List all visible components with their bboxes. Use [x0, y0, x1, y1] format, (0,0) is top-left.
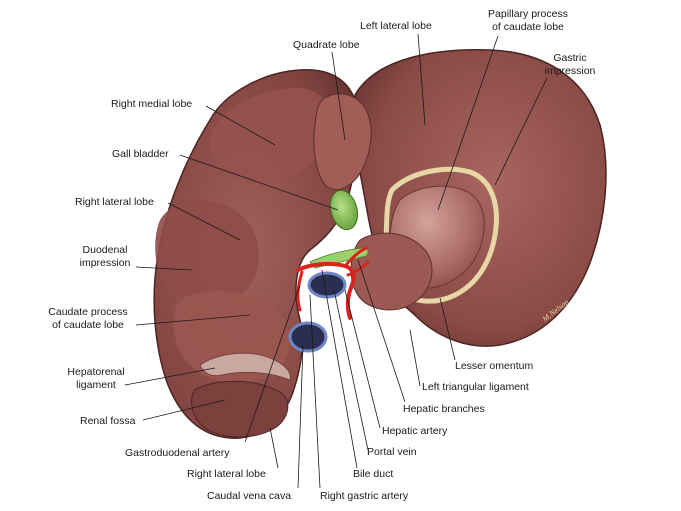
label-papillary-process-line1: Papillary process: [488, 8, 568, 20]
leader-papillary-process: [437, 35, 499, 211]
label-bile-duct: Bile duct: [353, 468, 394, 480]
leader-gastric-impression: [494, 77, 548, 186]
leader-portal-vein: [333, 289, 369, 451]
leader-right-gastric-artery: [309, 294, 321, 489]
leader-hepatic-branches: [357, 259, 406, 403]
label-caudate-process-line2: of caudate lobe: [52, 319, 124, 331]
leader-quadrate-lobe: [331, 51, 346, 141]
label-renal-fossa: Renal fossa: [80, 415, 136, 427]
label-caudate-process-line1: Caudate process: [48, 306, 128, 318]
label-gastric-impression: Gastric impression: [532, 52, 608, 78]
leader-hepatic-artery: [344, 289, 381, 429]
label-gastric-impression-line1: Gastric: [553, 52, 587, 64]
label-gastric-impression-line2: impression: [544, 65, 596, 77]
right-medial-lobe-shape: [210, 88, 331, 184]
leader-caudal-vena-cava: [297, 344, 304, 489]
caudate-lobe-shape: [350, 232, 433, 311]
leader-duodenal-impression: [135, 266, 193, 271]
portal-vein-shape: [307, 271, 347, 299]
leader-renal-fossa: [142, 399, 226, 421]
label-duodenal-impression-line2: impression: [79, 257, 131, 269]
label-gastroduodenal-artery: Gastroduodenal artery: [125, 447, 230, 459]
label-quadrate-lobe: Quadrate lobe: [293, 39, 360, 51]
label-right-lateral-lobe-bottom: Right lateral lobe: [187, 468, 266, 480]
leader-right-medial-lobe: [205, 105, 276, 146]
leader-hepatorenal-ligament: [124, 367, 216, 386]
label-papillary-process: Papillary process of caudate lobe: [466, 8, 590, 34]
label-left-lateral-lobe: Left lateral lobe: [360, 20, 432, 32]
label-caudal-vena-cava: Caudal vena cava: [207, 490, 292, 502]
leader-gall-bladder: [179, 154, 339, 211]
leader-lines: [124, 33, 548, 489]
label-caudate-process: Caudate process of caudate lobe: [40, 306, 136, 332]
renal-fossa-shape: [191, 380, 289, 438]
hepatic-branches-shape: [343, 246, 370, 277]
label-lesser-omentum: Lesser omentum: [455, 360, 534, 372]
label-papillary-process-line2: of caudate lobe: [492, 21, 564, 33]
leader-left-triangular-ligament: [409, 329, 421, 387]
caudal-vena-cava-shape: [288, 321, 328, 353]
leader-right-lateral-lobe-top: [167, 202, 241, 241]
leader-bile-duct: [321, 269, 358, 469]
label-hepatorenal-ligament: Hepatorenal ligament: [66, 366, 126, 392]
label-right-medial-lobe: Right medial lobe: [111, 98, 193, 110]
label-duodenal-impression-line1: Duodenal: [82, 244, 128, 256]
leader-left-lateral-lobe: [417, 33, 426, 126]
label-left-triangular-ligament: Left triangular ligament: [422, 381, 529, 393]
label-right-lateral-lobe-top: Right lateral lobe: [75, 196, 154, 208]
leader-gastroduodenal-artery: [244, 284, 301, 443]
leader-caudate-process: [135, 314, 251, 326]
gall-bladder-shape: [329, 189, 359, 231]
quadrate-lobe-shape: [313, 93, 372, 190]
label-portal-vein: Portal vein: [367, 446, 417, 458]
duodenal-region-shape: [155, 200, 259, 305]
leader-right-lateral-lobe-bottom: [269, 427, 279, 469]
label-hepatorenal-ligament-line2: ligament: [76, 379, 116, 391]
label-gall-bladder: Gall bladder: [112, 148, 169, 160]
leader-lesser-omentum: [439, 297, 456, 361]
label-duodenal-impression: Duodenal impression: [72, 244, 138, 270]
label-hepatorenal-ligament-line1: Hepatorenal: [67, 366, 125, 378]
gastroduodenal-artery-shape: [296, 270, 304, 312]
label-hepatic-artery: Hepatic artery: [382, 425, 448, 437]
label-right-gastric-artery: Right gastric artery: [320, 490, 409, 502]
hepatorenal-ligament-shape: [199, 352, 291, 381]
label-hepatic-branches: Hepatic branches: [403, 403, 485, 415]
